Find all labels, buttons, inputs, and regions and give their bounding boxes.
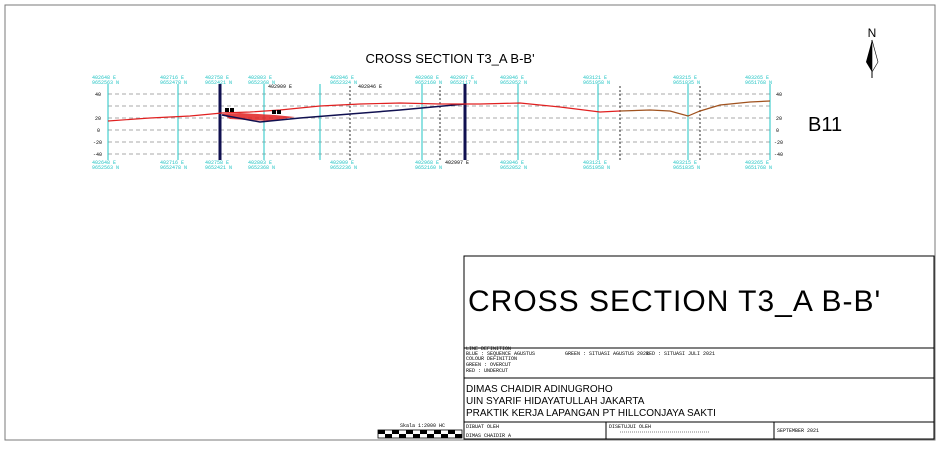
station-top-n: 9652324 N — [330, 80, 357, 86]
title-block — [463, 255, 935, 440]
station-top-e: 402846 E — [330, 75, 354, 81]
approved-by-label: DISETUJUI OLEH — [609, 424, 651, 430]
station-bottom-n: 9652368 N — [248, 165, 275, 171]
section-title: CROSS SECTION T3_A B-B' — [365, 51, 534, 66]
tick-right: 20 — [776, 116, 782, 122]
station-top-e: 403265 E — [745, 75, 769, 81]
colour-def-red: RED : UNDERCUT — [466, 368, 508, 374]
program-name: PRAKTIK KERJA LAPANGAN PT HILLCONJAYA SA… — [466, 408, 716, 419]
title-block-main-title: CROSS SECTION T3_A B-B' — [468, 285, 881, 318]
station-top-n: 9652421 N — [205, 80, 232, 86]
tick-left: -20 — [93, 140, 102, 146]
station-bottom-e: 402968 E — [415, 160, 439, 166]
tick-right: 40 — [776, 92, 782, 98]
terrain-profile-july — [107, 102, 621, 122]
station-bottom-e: 403121 E — [583, 160, 607, 166]
station-top-n: 9652117 N — [450, 80, 477, 86]
sheet-frame — [4, 4, 936, 441]
station-bottom-n: 9652421 N — [205, 165, 232, 171]
station-top-e: 403121 E — [583, 75, 607, 81]
terrain-profile-august — [619, 100, 771, 117]
station-bottom-e: 402758 E — [205, 160, 229, 166]
station-top-n: 9652052 N — [500, 80, 527, 86]
station-top-e: 402968 E — [415, 75, 439, 81]
line-def-red: RED : SITUASI JULI 2021 — [646, 351, 715, 357]
station-top-e: 403215 E — [673, 75, 697, 81]
station-top-n: 9652160 N — [415, 80, 442, 86]
station-bottom-n: 9652563 N — [92, 165, 119, 171]
station-top-e: 402648 E — [92, 75, 116, 81]
station-top-n: 9652563 N — [92, 80, 119, 86]
section-label: B11 — [808, 114, 842, 136]
drawn-by-name: DIMAS CHAIDIR A — [466, 433, 511, 439]
line-def-heading: LINE DEFINITION — [466, 346, 511, 352]
station-top-e: 402997 E — [450, 75, 474, 81]
station-bottom-e: 402648 E — [92, 160, 116, 166]
station-lines — [107, 84, 771, 160]
elevation-grid — [108, 93, 770, 155]
drawn-by-label: DIBUAT OLEH — [466, 424, 499, 430]
station-top-e: 402803 E — [248, 75, 272, 81]
station-top-e: 402758 E — [205, 75, 229, 81]
author-name: DIMAS CHAIDIR ADINUGROHO — [466, 384, 613, 395]
station-bottom-n: 9652052 N — [500, 165, 527, 171]
station-bottom-e: 402909 E — [330, 160, 354, 166]
station-top-n: 9651958 N — [583, 80, 610, 86]
station-bottom-e: 403265 E — [745, 160, 769, 166]
north-arrow-icon: N — [866, 26, 879, 78]
station-top-e: 403046 E — [500, 75, 524, 81]
station-bottom-n: 9651768 N — [745, 165, 772, 171]
line-def-blue: BLUE : SEQUENCE AGUSTUS — [466, 351, 535, 357]
station-bottom-n: 9651835 N — [673, 165, 700, 171]
station-top-n: 9652478 N — [160, 80, 187, 86]
tick-left: 40 — [95, 92, 101, 98]
colour-def-heading: COLOUR DEFINITION — [466, 356, 517, 362]
station-top-n: 9652368 N — [248, 80, 275, 86]
station-detail-e: 402909 E — [268, 84, 292, 90]
tick-left: 0 — [97, 128, 100, 134]
station-top-n: 9651835 N — [673, 80, 700, 86]
station-top-n: 9651768 N — [745, 80, 772, 86]
station-detail-e: 402846 E — [358, 84, 382, 90]
north-label: N — [868, 26, 877, 40]
date-text: SEPTEMBER 2021 — [777, 428, 819, 434]
colour-def-green: GREEN : OVERCUT — [466, 362, 511, 368]
university-name: UIN SYARIF HIDAYATULLAH JAKARTA — [466, 396, 645, 407]
station-top-e: 402716 E — [160, 75, 184, 81]
station-detail-e: 402997 E — [445, 160, 469, 166]
station-bottom-n: 9651958 N — [583, 165, 610, 171]
tick-left: 20 — [95, 116, 101, 122]
tick-left: -40 — [93, 152, 102, 158]
station-bottom-e: 403046 E — [500, 160, 524, 166]
station-bottom-n: 9652160 N — [415, 165, 442, 171]
design-profile — [221, 103, 466, 123]
station-bottom-n: 9652478 N — [160, 165, 187, 171]
station-bottom-n: 9652236 N — [330, 165, 357, 171]
tick-right: -20 — [774, 140, 783, 146]
scale-label: Skala 1:2000 HC — [400, 423, 445, 429]
scale-bar — [377, 429, 463, 439]
station-bottom-e: 402716 E — [160, 160, 184, 166]
station-bottom-e: 402803 E — [248, 160, 272, 166]
line-def-green: GREEN : SITUASI AGUSTUS 2021 — [565, 351, 649, 357]
section-markers — [225, 108, 281, 114]
station-bottom-e: 403215 E — [673, 160, 697, 166]
tick-right: 0 — [776, 128, 779, 134]
tick-right: -40 — [774, 152, 783, 158]
